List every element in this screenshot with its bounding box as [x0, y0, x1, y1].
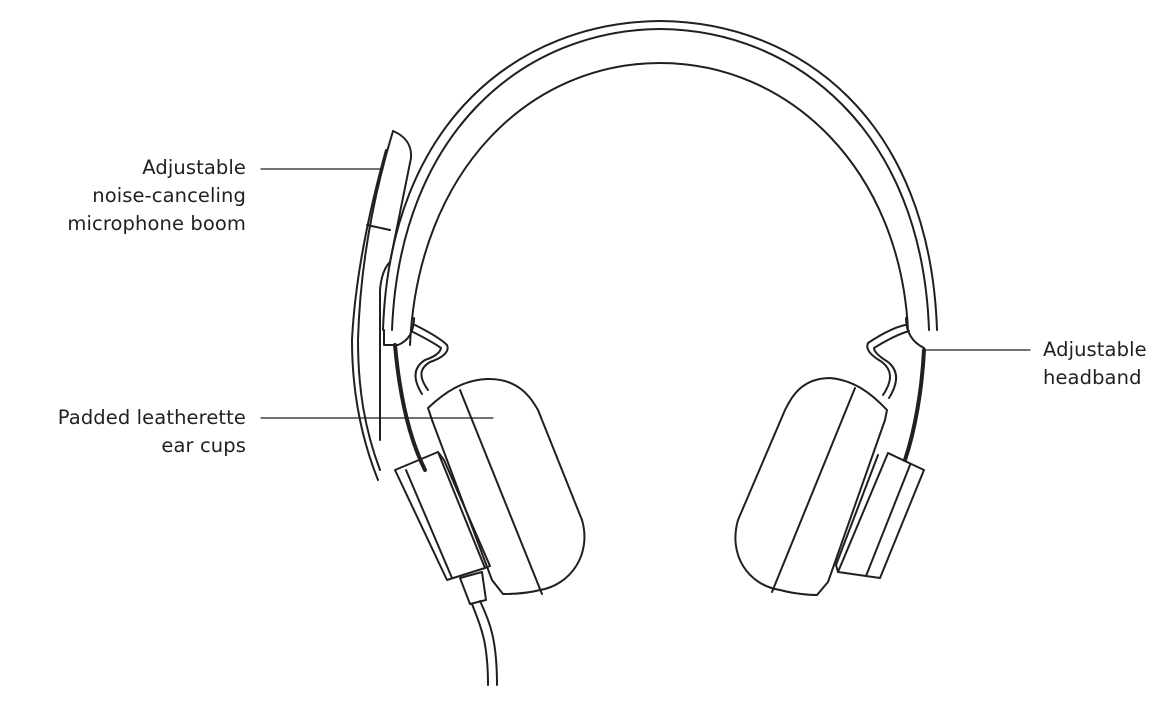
callout-line: ear cups	[161, 434, 246, 457]
callout-line: Adjustable	[1043, 338, 1147, 361]
callout-line: noise-canceling	[92, 184, 246, 207]
callout-line: microphone boom	[67, 212, 246, 235]
callout-line: Padded leatherette	[57, 406, 246, 429]
callout-ear-cups: Padded leatherette ear cups	[58, 404, 246, 460]
headband	[382, 20, 938, 472]
left-ear-cup	[394, 324, 586, 686]
callout-leaders	[260, 168, 1031, 419]
microphone-boom	[351, 130, 413, 481]
callout-line: headband	[1043, 366, 1142, 389]
callout-headband: Adjustable headband	[1043, 336, 1147, 392]
right-ear-cup	[734, 324, 925, 596]
callout-microphone-boom: Adjustable noise-canceling microphone bo…	[67, 154, 246, 238]
callout-line: Adjustable	[142, 156, 246, 179]
